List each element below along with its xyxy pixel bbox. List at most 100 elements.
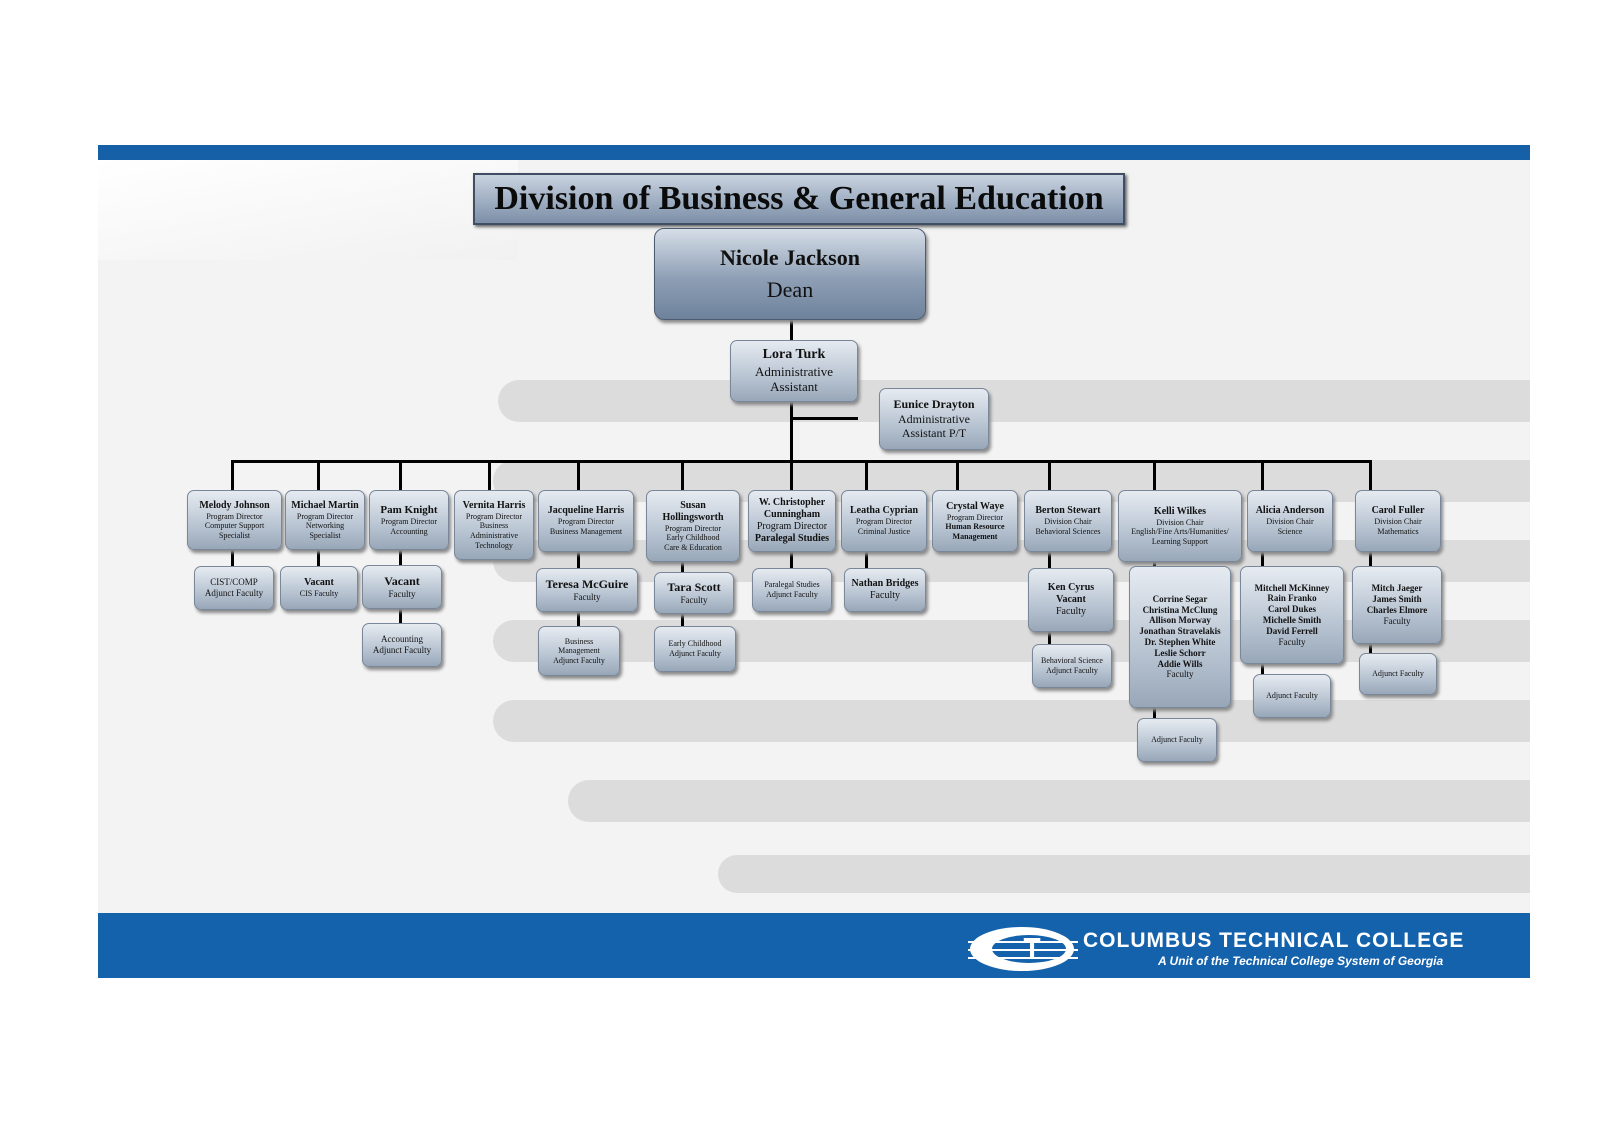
faculty-box: Mitch Jaeger James Smith Charles Elmore … bbox=[1352, 566, 1442, 644]
faculty-name: Nathan Bridges bbox=[851, 578, 919, 589]
logo-line bbox=[968, 957, 1078, 959]
adjunct-label: Early Childhood bbox=[668, 639, 722, 649]
program-role: Paralegal Studies bbox=[754, 533, 830, 544]
adjunct-label: Adjunct Faculty bbox=[204, 588, 264, 598]
program-box: Leatha Cyprian Program Director Criminal… bbox=[841, 490, 927, 552]
adjunct-label: Paralegal Studies bbox=[764, 580, 820, 590]
admin-assistant-pt-name: Eunice Drayton bbox=[893, 397, 975, 412]
faculty-name: Charles Elmore bbox=[1366, 605, 1428, 615]
program-name: Michael Martin bbox=[291, 499, 359, 511]
program-box: Michael Martin Program Director Networki… bbox=[285, 490, 365, 550]
program-role: Business Management bbox=[549, 527, 623, 536]
admin-assistant-pt-role: Administrative bbox=[898, 411, 970, 426]
faculty-name: Mitch Jaeger bbox=[1371, 583, 1423, 594]
connector-line bbox=[790, 400, 793, 462]
program-role: Program Director bbox=[557, 517, 615, 527]
faculty-role: Faculty bbox=[1278, 636, 1306, 647]
program-box: Melody Johnson Program Director Computer… bbox=[187, 490, 282, 550]
chart-title: Division of Business & General Education bbox=[473, 173, 1125, 225]
connector-line bbox=[865, 460, 868, 490]
program-role: Mathematics bbox=[1377, 527, 1419, 536]
faculty-box: Nathan Bridges Faculty bbox=[844, 568, 926, 612]
admin-assistant-box: Lora Turk Administrative Assistant bbox=[730, 340, 858, 402]
background-stripe bbox=[718, 855, 1530, 893]
program-role: Program Director bbox=[756, 521, 828, 532]
connector-line bbox=[1261, 662, 1264, 674]
program-box: W. Christopher Cunningham Program Direct… bbox=[748, 490, 836, 552]
adjunct-label: Adjunct Faculty bbox=[1151, 735, 1203, 745]
background-stripe bbox=[568, 780, 1530, 822]
connector-line bbox=[681, 460, 684, 490]
program-role: Division Chair bbox=[1266, 517, 1314, 527]
connector-line bbox=[1261, 460, 1264, 490]
program-role: Technology bbox=[475, 540, 513, 550]
faculty-box: Tara Scott Faculty bbox=[654, 572, 734, 614]
faculty-name: Corrine Segar bbox=[1152, 593, 1208, 604]
program-role: Learning Support bbox=[1151, 536, 1209, 546]
faculty-name: David Ferrell bbox=[1266, 625, 1318, 636]
faculty-role: Faculty bbox=[1166, 669, 1194, 680]
program-role: Management bbox=[952, 531, 998, 541]
program-role: Accounting bbox=[390, 526, 428, 536]
connector-line bbox=[1048, 632, 1051, 644]
admin-assistant-pt-role: Assistant P/T bbox=[901, 426, 967, 441]
program-role: Computer Support bbox=[204, 521, 265, 531]
faculty-name: Leslie Schorr bbox=[1154, 647, 1206, 658]
program-box: Vernita Harris Program Director Business… bbox=[454, 490, 534, 560]
faculty-name: James Smith bbox=[1372, 594, 1422, 605]
adjunct-box: Early Childhood Adjunct Faculty bbox=[654, 626, 736, 672]
faculty-name: Teresa McGuire bbox=[545, 577, 629, 592]
program-role: Specialist bbox=[218, 530, 251, 540]
dean-box: Nicole Jackson Dean bbox=[654, 228, 926, 320]
connector-line bbox=[488, 460, 491, 490]
connector-line bbox=[577, 460, 580, 490]
program-box: Pam Knight Program Director Accounting bbox=[369, 490, 449, 550]
background-stripe bbox=[493, 700, 1530, 742]
faculty-name: Tara Scott bbox=[667, 580, 721, 595]
connector-line bbox=[681, 612, 684, 626]
background-stripe bbox=[498, 380, 1530, 422]
connector-line bbox=[231, 460, 1372, 463]
adjunct-label: CIST/COMP bbox=[210, 577, 258, 588]
program-role: Program Director bbox=[296, 511, 354, 521]
faculty-role: CIS Faculty bbox=[299, 589, 339, 599]
footer-banner: T COLUMBUS TECHNICAL COLLEGE A Unit of t… bbox=[98, 913, 1530, 978]
connector-line bbox=[681, 560, 684, 572]
program-role: Program Director bbox=[946, 512, 1004, 522]
program-role: Criminal Justice bbox=[857, 527, 911, 536]
faculty-role: Faculty bbox=[573, 591, 601, 602]
program-name: Crystal Waye bbox=[946, 500, 1004, 512]
faculty-box: Teresa McGuire Faculty bbox=[536, 568, 638, 612]
faculty-box: Mitchell McKinney Rain Franko Carol Duke… bbox=[1240, 566, 1344, 664]
faculty-role: Faculty bbox=[1383, 615, 1411, 626]
connector-line bbox=[1369, 641, 1372, 653]
program-box: Crystal Waye Program Director Human Reso… bbox=[932, 490, 1018, 552]
program-name: Pam Knight bbox=[380, 503, 438, 516]
chart-title-text: Division of Business & General Education bbox=[494, 180, 1104, 217]
adjunct-box: CIST/COMP Adjunct Faculty bbox=[194, 566, 274, 610]
logo-line bbox=[968, 949, 1078, 951]
connector-line bbox=[790, 417, 858, 420]
program-box: Jacqueline Harris Program Director Busin… bbox=[538, 490, 634, 552]
program-role: Science bbox=[1277, 527, 1303, 536]
program-name: Alicia Anderson bbox=[1255, 505, 1325, 517]
faculty-name: Ken Cyrus bbox=[1047, 582, 1095, 593]
program-box: Kelli Wilkes Division Chair English/Fine… bbox=[1118, 490, 1242, 562]
faculty-name: Dr. Stephen White bbox=[1144, 637, 1216, 647]
connector-line bbox=[1369, 550, 1372, 566]
program-role: English/Fine Arts/Humanities/ bbox=[1131, 527, 1229, 537]
dean-title: Dean bbox=[766, 277, 814, 302]
adjunct-box: Behavioral Science Adjunct Faculty bbox=[1032, 644, 1112, 688]
program-name: Leatha Cyprian bbox=[849, 505, 919, 517]
admin-assistant-pt-box: Eunice Drayton Administrative Assistant … bbox=[879, 388, 989, 450]
adjunct-box: Adjunct Faculty bbox=[1137, 718, 1217, 762]
connector-line bbox=[399, 548, 402, 566]
adjunct-label: Behavioral Science bbox=[1041, 656, 1103, 666]
faculty-box: Vacant CIS Faculty bbox=[280, 566, 358, 610]
connector-line bbox=[956, 460, 959, 490]
program-role: Behavioral Sciences bbox=[1035, 527, 1101, 536]
admin-assistant-role: Assistant bbox=[770, 379, 818, 395]
adjunct-label: Management bbox=[558, 646, 600, 656]
program-box: Carol Fuller Division Chair Mathematics bbox=[1355, 490, 1441, 552]
adjunct-label: Business bbox=[564, 636, 594, 646]
